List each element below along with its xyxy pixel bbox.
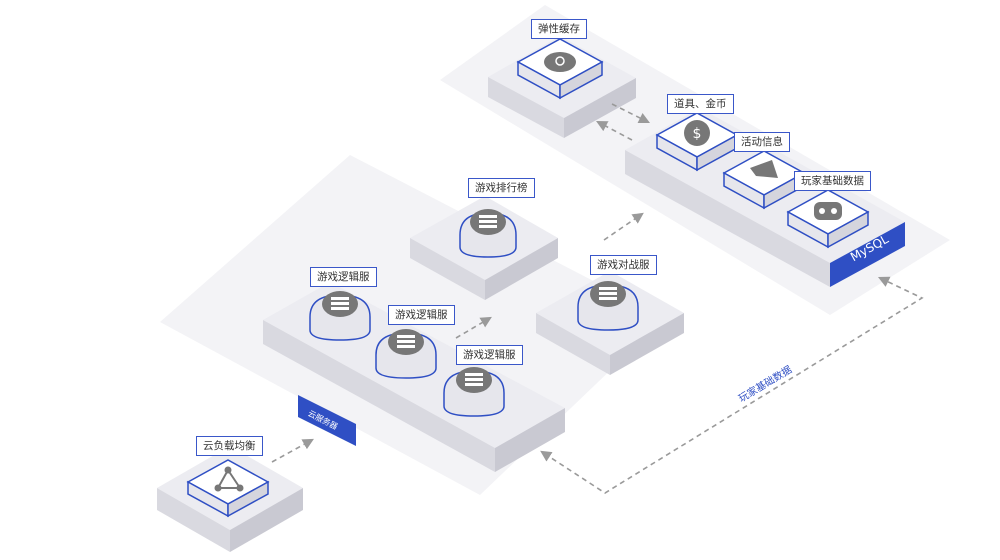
arrow-battle-to-mysql — [603, 212, 644, 241]
server-leaderboard — [459, 209, 517, 258]
label-battle-server: 游戏对战服 — [590, 255, 657, 275]
tile-items-gold: $ — [655, 112, 739, 172]
label-logic-server-1: 游戏逻辑服 — [310, 267, 377, 287]
megaphone-icon — [750, 160, 778, 178]
tile-player-base-data — [786, 189, 870, 249]
server-logic-2 — [375, 329, 437, 379]
label-leaderboard: 游戏排行榜 — [468, 178, 535, 198]
connection-arrows — [271, 103, 924, 494]
gamepad-icon — [814, 202, 842, 220]
label-items-gold: 道具、金币 — [667, 94, 734, 114]
label-logic-server-2: 游戏逻辑服 — [388, 305, 455, 325]
label-elastic-cache: 弹性缓存 — [531, 19, 587, 39]
label-activity-info: 活动信息 — [734, 132, 790, 152]
arrow-logic-to-logic — [455, 316, 492, 339]
server-logic-3 — [443, 367, 505, 417]
arrow-cache-mysql-1 — [611, 103, 651, 124]
network-icon — [214, 466, 244, 492]
server-logic-1 — [309, 291, 371, 341]
arrow-lb-to-cloud — [271, 438, 314, 463]
svg-text:$: $ — [693, 126, 702, 142]
dollar-icon — [684, 120, 710, 146]
tile-elastic-cache — [516, 38, 604, 100]
tile-load-balancer — [186, 459, 270, 518]
arrow-cache-mysql-2 — [596, 120, 633, 141]
label-player-base-data: 玩家基础数据 — [794, 171, 871, 191]
label-load-balancer: 云负载均衡 — [196, 436, 263, 456]
label-logic-server-3: 游戏逻辑服 — [456, 345, 523, 365]
